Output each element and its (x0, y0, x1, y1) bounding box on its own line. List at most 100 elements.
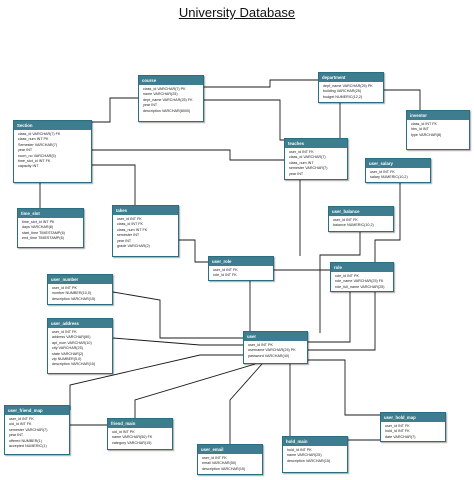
entity-user-balance[interactable]: user_balance user_id INT FK balance NUME… (328, 206, 394, 232)
field-row: dept_name VARCHAR(25) PK (323, 84, 373, 88)
entity-header: friend_main (108, 419, 172, 428)
field-row: semester VARCHAR(7) (9, 427, 48, 432)
edge-userholdmap-user (308, 359, 380, 416)
entity-fields: class_id VARCHAR(7) PK name VARCHAR(25) … (139, 85, 203, 115)
edge-department-inventor (384, 89, 421, 110)
field-row: days VARCHAR(8) (22, 225, 54, 230)
field-row: salary NUMERIC(10,2) (370, 175, 408, 180)
entity-fields: user_id INT FK email VARCHAR(50) descrip… (198, 454, 262, 473)
field-row: grade VARCHAR(2) (117, 244, 150, 249)
entity-header: user_friend_map (5, 406, 69, 415)
entity-fields: uid_id INT PK name VARCHAR(50) FK catego… (108, 428, 172, 447)
entity-header: user_hold_map (381, 413, 445, 422)
entity-hold-main[interactable]: hold_main hold_id INT PK name VARCHAR(25… (282, 436, 348, 473)
field-row: password VARCHAR(40) (248, 353, 290, 358)
field-row: state VARCHAR(2) (52, 351, 84, 356)
edge-useraddress-user (112, 337, 243, 346)
entity-header: role (331, 263, 393, 272)
entity-fields: user_id INT FK role_id INT FK (209, 266, 273, 280)
field-row: apt_num VARCHAR(10) (52, 340, 92, 345)
field-row: year INT (143, 103, 158, 108)
entity-user-friend-map[interactable]: user_friend_map user_id INT FK uid_id IN… (4, 405, 70, 455)
edge-useremail-user (229, 363, 263, 444)
field-row: user_id INT FK (52, 330, 77, 334)
field-row: end_time TIMESTAMP(6) (22, 236, 64, 241)
edge-course-section (92, 97, 138, 123)
field-row: class_id INT FK (117, 222, 143, 227)
entity-user-email[interactable]: user_email user_id INT FK email VARCHAR(… (197, 444, 263, 475)
entity-fields: user_id INT FK salary NUMERIC(10,2) (366, 168, 430, 182)
entity-user-number[interactable]: user_number user_id INT PK number NUMBER… (47, 274, 113, 305)
field-row: date VARCHAR(7) (385, 434, 416, 439)
entity-fields: dept_name VARCHAR(25) PK building VARCHA… (319, 82, 383, 101)
entity-fields: user_id INT FK class_id VARCHAR(7) class… (285, 148, 347, 178)
field-row: name VARCHAR(25) (287, 453, 322, 458)
field-row: user_id INT FK (289, 150, 314, 154)
field-row: class_num INT (289, 160, 314, 165)
entity-user-address[interactable]: user_address user_id INT FK address VARC… (47, 318, 113, 374)
field-row: user_id INT FK (385, 424, 410, 428)
entity-header: user_address (48, 319, 112, 328)
field-row: building VARCHAR(25) (323, 89, 362, 94)
field-row: uid_id INT FK (9, 422, 32, 427)
field-row: hbs_id INT (411, 127, 429, 132)
entity-fields: user_id INT FK balance NUMERIC(10,2) (329, 216, 393, 230)
entity-inventor[interactable]: inventor class_id INT FK hbs_id INT type… (406, 110, 470, 150)
entity-department[interactable]: department dept_name VARCHAR(25) PK buil… (318, 72, 384, 103)
entity-fields: class_id VARCHAR(7) FK class_num INT PK … (14, 130, 91, 171)
field-row: class_id VARCHAR(7) (289, 155, 326, 160)
entity-fields: hold_id INT PK name VARCHAR(25) descript… (283, 446, 347, 465)
field-row: city VARCHAR(25) (52, 346, 83, 351)
entity-time-slot[interactable]: time_slot time_slot_id INT PK days VARCH… (17, 208, 84, 248)
field-row: time_slot_id INT FK (18, 159, 51, 164)
entity-fields: user_id INT PK username VARCHAR(25) PK p… (244, 341, 307, 360)
entity-user[interactable]: user user_id INT PK username VARCHAR(25)… (243, 331, 308, 364)
entity-teaches[interactable]: teaches user_id INT FK class_id VARCHAR(… (284, 138, 348, 180)
field-row: user_id INT PK (52, 286, 77, 290)
entity-header: user (244, 332, 307, 341)
entity-section[interactable]: Section class_id VARCHAR(7) FK class_num… (13, 120, 92, 183)
edge-section-takes (92, 164, 136, 205)
field-row: user_id INT FK (202, 456, 227, 460)
entity-header: Section (14, 121, 91, 130)
field-row: year INT (289, 171, 304, 176)
entity-user-salary[interactable]: user_salary user_id INT FK salary NUMERI… (365, 158, 431, 183)
field-row: type VARCHAR(8) (411, 132, 442, 137)
entity-fields: user_id INT FK class_id INT FK class_num… (113, 215, 178, 250)
entity-fields: user_id INT FK uid_id INT FK semester VA… (5, 415, 69, 450)
field-row: zip NUMBER(5,0) (52, 357, 82, 362)
field-row: description VARCHAR(15) (202, 466, 246, 471)
field-row: category VARCHAR(15) (112, 440, 152, 445)
entity-header: teaches (285, 139, 347, 148)
field-row: address VARCHAR(80) (52, 335, 91, 340)
edge-role-user (308, 292, 351, 343)
field-row: user_id INT FK (370, 170, 395, 174)
entity-header: department (319, 73, 383, 82)
entity-role[interactable]: role role_id INT PK role_name VARCHAR(25… (330, 262, 394, 292)
entity-user-role[interactable]: user_role user_id INT FK role_id INT FK (208, 256, 274, 281)
field-row: semester VARCHAR(7) (289, 166, 328, 171)
field-row: role_name VARCHAR(25) FK (335, 279, 384, 284)
field-row: user_id INT PK (248, 343, 273, 347)
entity-fields: role_id INT PK role_name VARCHAR(25) FK … (331, 272, 393, 291)
field-row: user_id INT FK (333, 218, 358, 222)
entity-friend-main[interactable]: friend_main uid_id INT PK name VARCHAR(5… (107, 418, 173, 450)
field-row: dept_name VARCHAR(25) FK (143, 97, 193, 102)
field-row: user_id INT FK (9, 417, 34, 421)
field-row: uid_id INT PK (112, 430, 135, 434)
entity-user-hold-map[interactable]: user_hold_map user_id INT FK hold_id INT… (380, 412, 446, 442)
field-row: description VARCHAR(15) (52, 296, 96, 301)
entity-fields: time_slot_id INT PK days VARCHAR(8) star… (18, 218, 83, 243)
field-row: budget NUMERIC(12,2) (323, 94, 363, 99)
field-row: number NUMBER(10,0) (52, 291, 92, 296)
field-row: class_num INT FK (117, 227, 148, 232)
edge-course-department (204, 79, 318, 88)
field-row: year INT (18, 148, 33, 153)
field-row: year INT (9, 433, 24, 438)
entity-course[interactable]: course class_id VARCHAR(7) PK name VARCH… (138, 75, 204, 122)
entity-takes[interactable]: takes user_id INT FK class_id INT FK cla… (112, 205, 179, 257)
field-row: capacity INT (18, 164, 39, 169)
entity-header: takes (113, 206, 178, 215)
field-row: class_id VARCHAR(7) FK (18, 132, 61, 136)
entity-fields: class_id INT FK hbs_id INT type VARCHAR(… (407, 120, 469, 139)
